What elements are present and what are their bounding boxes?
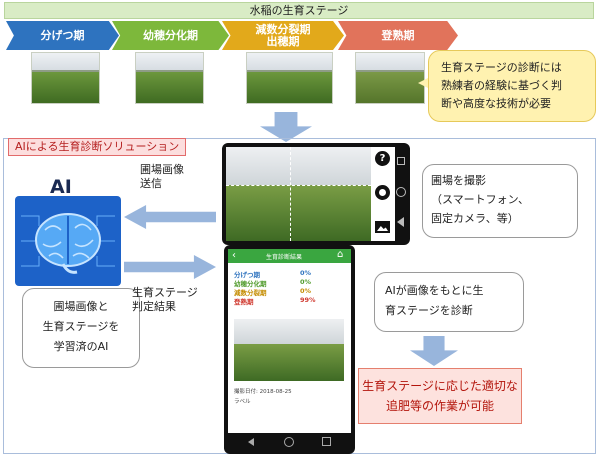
date-label: 撮影日付 (234, 389, 257, 395)
ai-description-note: 圃場画像と 生育ステージを 学習済のAI (22, 288, 140, 368)
field-photo-tillering (31, 52, 100, 104)
stage-chevron-meiosis-heading: 減数分裂期出穂期 (222, 21, 344, 50)
stage-probability: 0% (300, 278, 312, 286)
requirement-note: 生育ステージの診断には 熟練者の経験に基づく判 断や高度な技術が必要 (428, 50, 596, 122)
stage-chevron-panicle-initiation: 幼穂分化期 (112, 21, 229, 50)
note-line: AIが画像をもとに生 (385, 284, 484, 297)
back-icon[interactable] (397, 217, 404, 227)
send-label: 圃場画像 送信 (140, 163, 184, 191)
stage-probability: 0% (300, 287, 312, 295)
back-icon[interactable] (248, 438, 254, 446)
result-field-photo (234, 319, 344, 381)
stage-probability: 99% (300, 296, 316, 304)
outcome-line: 生育ステージに応じた適切な (362, 379, 518, 393)
app-header-title: 生育診断結果 (266, 254, 303, 261)
capture-date: 撮影日付: 2018-08-25 (234, 389, 292, 395)
stage-name: 分げつ期 (234, 271, 260, 279)
stage-label: 出穂期 (266, 34, 300, 48)
recent-apps-icon[interactable] (397, 157, 405, 165)
home-icon[interactable] (396, 187, 406, 197)
back-icon[interactable]: ‹ (232, 250, 236, 261)
field-photo-ripening (355, 52, 425, 104)
page-title: 水稲の生育ステージ (4, 2, 594, 19)
outcome-box: 生育ステージに応じた適切な 追肥等の作業が可能 (358, 368, 522, 424)
note-line: 生育ステージの診断には (441, 61, 562, 74)
arrow-label-line: 生育ステージ (132, 286, 198, 299)
note-line: 生育ステージを (42, 320, 120, 333)
note-line: 圃場を撮影 (431, 174, 486, 187)
result-screen: 分げつ期 0% 幼穂分化期 0% 減数分裂期 0% 登熟期 99% 撮影日付: … (228, 263, 351, 433)
diagnosis-note: AIが画像をもとに生 育ステージを診断 (374, 272, 524, 332)
stage-name: 登熟期 (234, 298, 254, 306)
arrow-label-line: 送信 (140, 177, 162, 190)
photo-note: 圃場を撮影 （スマートフォン、 固定カメラ、等） (422, 164, 578, 238)
note-line: 圃場画像と (53, 300, 109, 313)
home-icon[interactable]: ⌂ (337, 249, 344, 260)
note-line: 断や高度な技術が必要 (441, 97, 551, 110)
camera-preview (226, 147, 371, 241)
stage-label: 幼穂分化期 (143, 28, 198, 42)
result-label: 生育ステージ 判定結果 (132, 286, 198, 314)
app-header: ‹ 生育診断結果 ⌂ (228, 249, 351, 263)
stage-probability: 0% (300, 269, 312, 277)
help-icon[interactable]: ? (375, 151, 390, 166)
date-value: 2018-08-25 (259, 389, 292, 395)
note-line: 固定カメラ、等） (431, 212, 519, 225)
home-icon[interactable] (284, 437, 294, 447)
field-photo-panicle-initiation (135, 52, 204, 104)
label-text: ラベル (234, 399, 251, 405)
stage-label: 減数分裂期 (255, 22, 311, 36)
camera-controls: ? (371, 147, 395, 241)
brain-icon (15, 196, 121, 286)
recent-apps-icon[interactable] (322, 437, 331, 446)
android-nav-bar (395, 147, 407, 241)
arrow-label-line: 判定結果 (132, 300, 176, 313)
panel-title: AIによる生育診断ソリューション (8, 138, 187, 156)
outcome-line: 追肥等の作業が可能 (385, 399, 494, 413)
note-line: 学習済のAI (53, 340, 109, 353)
note-line: （スマートフォン、 (431, 193, 530, 206)
field-photo-heading (246, 52, 333, 104)
gallery-icon[interactable] (375, 221, 390, 233)
note-line: 熟練者の経験に基づく判 (441, 79, 562, 92)
camera-icon[interactable] (375, 185, 390, 200)
note-line: 育ステージを診断 (385, 304, 473, 317)
stage-label: 分げつ期 (40, 28, 85, 42)
stage-label: 登熟期 (381, 28, 415, 42)
arrow-label-line: 圃場画像 (140, 163, 184, 176)
stage-name: 幼穂分化期 (234, 280, 267, 288)
ai-label: AI (50, 176, 72, 198)
android-nav-bar (228, 433, 351, 451)
stage-chevron-ripening: 登熟期 (338, 21, 458, 50)
stage-chevron-tillering: 分げつ期 (6, 21, 119, 50)
stage-name: 減数分裂期 (234, 289, 267, 297)
